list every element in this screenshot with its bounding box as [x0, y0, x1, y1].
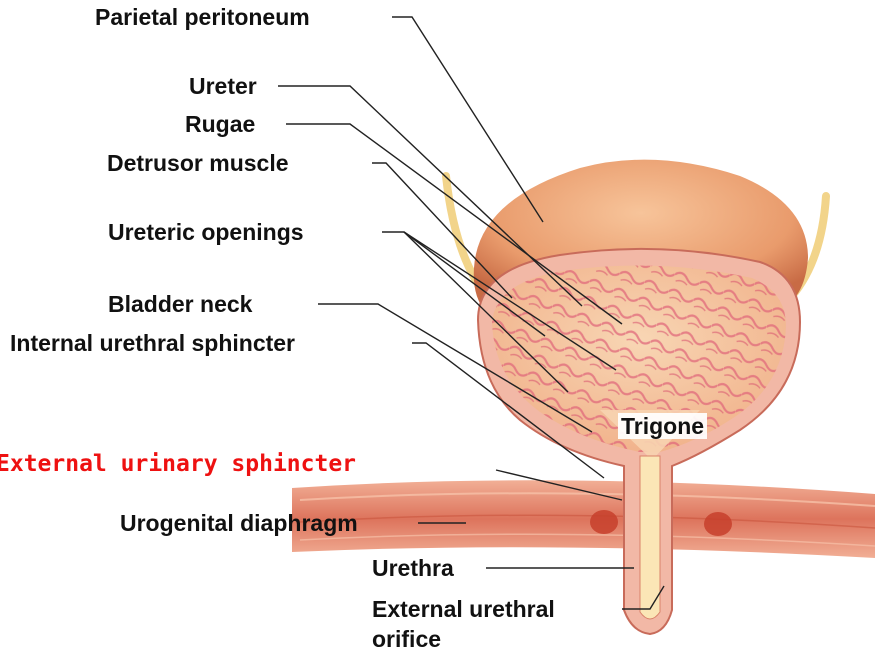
label-orifice: orifice	[372, 626, 441, 652]
urethra-lumen	[640, 456, 660, 619]
label-urethra: Urethra	[372, 555, 454, 581]
urogenital-diaphragm-band	[292, 480, 875, 558]
label-rugae: Rugae	[185, 111, 255, 137]
label-trigone: Trigone	[618, 413, 707, 439]
label-external-urinary-sphincter: External urinary sphincter	[0, 451, 356, 477]
label-detrusor-muscle: Detrusor muscle	[107, 150, 289, 176]
label-external-urethral: External urethral	[372, 596, 555, 622]
label-bladder-neck: Bladder neck	[108, 291, 252, 317]
label-ureteric-openings: Ureteric openings	[108, 219, 304, 245]
external-sphincter-right	[704, 512, 732, 536]
external-sphincter-left	[590, 510, 618, 534]
label-urogenital-diaphragm: Urogenital diaphragm	[120, 510, 358, 536]
label-parietal-peritoneum: Parietal peritoneum	[95, 4, 310, 30]
label-ureter: Ureter	[189, 73, 257, 99]
label-internal-urethral-sphincter: Internal urethral sphincter	[10, 330, 295, 356]
